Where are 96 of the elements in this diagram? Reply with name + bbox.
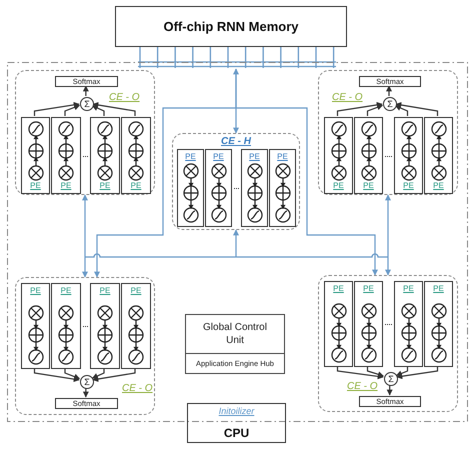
- pe-label: PE: [100, 182, 110, 190]
- processing-element-box: [324, 117, 353, 194]
- arrow: [396, 366, 438, 380]
- arrow: [386, 85, 392, 96]
- memory-box: [115, 6, 347, 47]
- compute-engine-box: [15, 70, 155, 195]
- softmax-box: [359, 76, 421, 87]
- arrow: [233, 229, 239, 257]
- pe-label: PE: [403, 285, 414, 293]
- processing-element-box: [90, 117, 120, 194]
- pe-label: PE: [185, 153, 196, 161]
- processing-element-box: [21, 283, 50, 369]
- pe-label: PE: [60, 182, 72, 190]
- arrow: [336, 366, 384, 380]
- arrow: [92, 368, 136, 382]
- summation-circle: [80, 97, 94, 111]
- pe-label: PE: [363, 182, 374, 190]
- pe-label: PE: [130, 287, 142, 295]
- cpu-box: [187, 403, 286, 443]
- pe-label: PE: [30, 182, 41, 190]
- processing-element-box: [51, 283, 81, 369]
- compute-engine-box: [172, 133, 300, 230]
- arrow: [64, 104, 80, 116]
- pe-label: PE: [333, 285, 344, 293]
- processing-element-box: [424, 281, 453, 367]
- unit-title: Global Control Unit: [202, 321, 268, 348]
- arrow: [82, 257, 88, 278]
- arrow: [366, 366, 384, 378]
- compute-engine-box: [318, 275, 458, 412]
- processing-element-box: [205, 149, 232, 227]
- processing-element-box: [121, 117, 151, 194]
- processing-element-box: [177, 149, 204, 227]
- pe-label: PE: [433, 182, 444, 190]
- arrow: [395, 102, 438, 116]
- processing-element-box: [424, 117, 453, 194]
- processing-element-box: [241, 149, 268, 227]
- arrow: [82, 85, 89, 96]
- processing-element-box: [324, 281, 353, 367]
- processing-element-box: [51, 117, 81, 194]
- arrow: [385, 257, 391, 276]
- processing-element-box: [21, 117, 50, 194]
- sigma-symbol: Σ: [387, 100, 393, 108]
- pe-label: PE: [60, 287, 72, 295]
- sigma-symbol: Σ: [84, 100, 90, 108]
- pe-label: PE: [333, 182, 344, 190]
- compute-engine-box: [318, 70, 458, 195]
- processing-element-box: [394, 281, 423, 367]
- arrow: [92, 102, 136, 116]
- processing-element-box: [121, 283, 151, 369]
- arrow: [82, 194, 88, 257]
- arrow: [394, 105, 408, 116]
- arrow: [233, 68, 239, 134]
- arrow: [396, 366, 408, 376]
- engine-label: CE - O: [332, 92, 363, 103]
- arrow: [386, 385, 393, 396]
- processing-element-box: [394, 117, 423, 194]
- processing-element-box: [354, 281, 383, 367]
- arrow: [385, 194, 391, 257]
- softmax-box: [55, 398, 118, 409]
- pe-label: PE: [130, 182, 142, 190]
- compute-engine-box: [15, 277, 155, 415]
- initializer-label: Initoilizer: [218, 407, 254, 416]
- processing-element-box: [354, 117, 383, 194]
- pe-label: PE: [433, 285, 444, 293]
- summation-circle: [383, 97, 397, 111]
- arrow: [92, 368, 105, 379]
- sigma-symbol: Σ: [84, 378, 90, 386]
- pe-label: PE: [363, 285, 374, 293]
- box-title: Off-chip RNN Memory: [163, 19, 299, 34]
- processing-element-box: [90, 283, 120, 369]
- engine-label: CE - O: [109, 92, 140, 103]
- arrow: [235, 69, 378, 276]
- arrow: [366, 104, 383, 116]
- engine-label: CE - H: [220, 136, 252, 147]
- control-unit-box: [185, 314, 285, 374]
- summation-circle: [80, 375, 94, 389]
- engine-label: CE - O: [122, 383, 153, 394]
- arrow: [34, 102, 80, 116]
- processing-element-box: [269, 149, 296, 227]
- pe-label: PE: [30, 287, 41, 295]
- arrow: [92, 105, 105, 116]
- arrow: [82, 388, 89, 398]
- pe-label: PE: [403, 182, 414, 190]
- softmax-box: [55, 76, 118, 87]
- sigma-symbol: Σ: [388, 374, 394, 384]
- arrow: [64, 368, 80, 380]
- summation-circle: [384, 372, 398, 386]
- pe-label: PE: [213, 153, 224, 161]
- cpu-label: CPU: [224, 427, 250, 439]
- arrow: [336, 102, 383, 116]
- engine-label: CE - O: [347, 381, 378, 392]
- pe-label: PE: [249, 153, 260, 161]
- arrow: [34, 368, 80, 382]
- pe-label: PE: [277, 153, 288, 161]
- softmax-box: [359, 396, 421, 407]
- pe-label: PE: [100, 287, 110, 295]
